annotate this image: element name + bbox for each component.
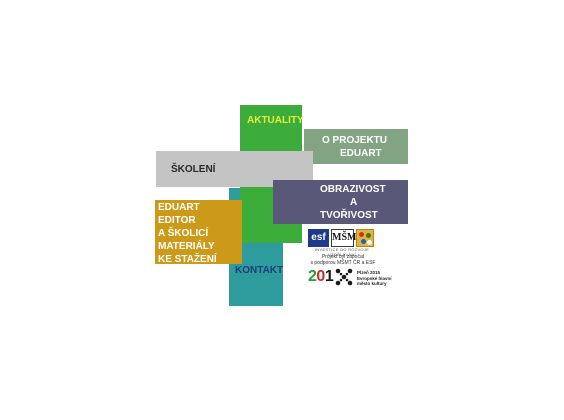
plzen-caption-line-1: Plzeň 2015 [357, 270, 381, 275]
logo-tagline: INVESTICE DO ROZVOJE VZDĚLÁVÁNÍ [314, 247, 370, 257]
plzen-year-digit-2: 2 [308, 268, 317, 285]
menu-tile-aktuality-label: AKTUALITY [247, 115, 304, 126]
plzen-year-digit-0: 0 [316, 268, 325, 285]
menu-tile-obrazivost-line-2: A [350, 197, 358, 208]
plzen-caption-line-3: město kultury [357, 281, 387, 286]
menu-tile-eduart-editor[interactable]: EDUART EDITOR A ŠKOLICÍ MATERIÁLY KE STA… [155, 200, 242, 265]
menu-tile-kontakt-label: KONTAKT [235, 265, 284, 276]
menu-tile-eduart-editor-line-4: MATERIÁLY [158, 241, 215, 252]
menu-tile-obrazivost-line-3: TVOŘIVOST [320, 210, 378, 221]
plzen-year-digit-1: 1 [324, 268, 334, 285]
msmt-logo-text: MŠMT [332, 232, 364, 243]
plzen-caption-line-2: Evropské hlavní [357, 275, 392, 281]
funding-note-line-2: s podporou MŠMT ČR a ESF [310, 260, 376, 266]
op-vk-logo-icon [356, 229, 374, 247]
plzen-2015-caption: Plzeň 2015 Evropské hlavní město kultury [357, 270, 427, 287]
plzen-cross-icon [335, 268, 353, 286]
esf-logo-icon: esf [308, 229, 329, 247]
menu-tile-eduart-editor-line-2: EDITOR [158, 215, 196, 226]
menu-tile-eduart-editor-line-3: A ŠKOLICÍ [158, 228, 209, 239]
funding-note-line-1: Projekt byl započat [321, 254, 365, 260]
menu-tile-o-projektu-line-2: EDUART [340, 148, 382, 159]
plzen-2015-logo: 201 [308, 268, 334, 286]
msmt-logo-icon: MŠMT [331, 229, 363, 247]
menu-tile-obrazivost-line-1: OBRAZIVOST [320, 184, 386, 195]
funding-note: Projekt byl započat s podporou MŠMT ČR a… [308, 254, 378, 266]
esf-logo-text: esf [311, 232, 326, 243]
menu-tile-skoleni-label: ŠKOLENÍ [171, 164, 216, 175]
menu-tile-eduart-editor-line-5: KE STAŽENÍ [158, 254, 217, 265]
menu-tile-obrazivost[interactable]: OBRAZIVOST A TVOŘIVOST [273, 180, 408, 224]
menu-tile-o-projektu[interactable]: O PROJEKTU EDUART [304, 129, 408, 164]
menu-tile-o-projektu-line-1: O PROJEKTU [322, 135, 388, 146]
menu-tile-eduart-editor-line-1: EDUART [158, 202, 200, 213]
